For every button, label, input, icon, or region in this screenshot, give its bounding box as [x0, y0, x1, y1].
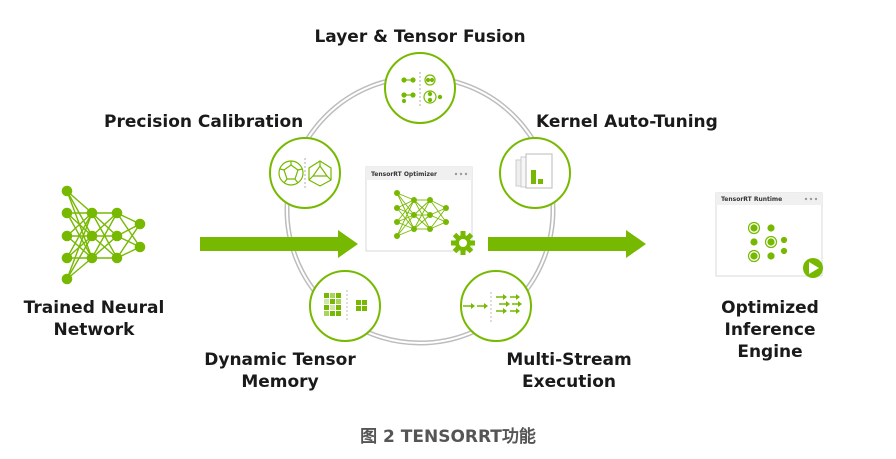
- network-node: [394, 190, 400, 196]
- label-dynamic-memory: Dynamic Tensor Memory: [195, 349, 365, 393]
- kernel-icon: [515, 153, 553, 189]
- fusion-node: [384, 52, 456, 124]
- network-node: [61, 207, 73, 219]
- precision-icon: [278, 158, 332, 188]
- network-node: [411, 226, 417, 232]
- window-dots-icon: [454, 172, 468, 176]
- runtime-network-graph: [747, 221, 788, 263]
- output-arrow: [488, 230, 646, 258]
- network-node: [394, 233, 400, 239]
- label-optimized-line1: Optimized: [721, 298, 819, 318]
- network-node: [134, 241, 146, 253]
- multistream-node: [460, 270, 532, 342]
- label-trained-network: Trained Neural Network: [14, 297, 174, 341]
- network-node: [427, 197, 433, 203]
- memory-block: [324, 311, 329, 316]
- fusion-icon: [401, 72, 443, 106]
- memory-block: [324, 293, 329, 298]
- network-node: [134, 218, 146, 230]
- network-node: [411, 197, 417, 203]
- network-node: [86, 207, 98, 219]
- label-optimized-engine: Optimized Inference Engine: [700, 297, 840, 363]
- memory-block: [330, 299, 335, 304]
- network-node: [427, 226, 433, 232]
- network-node: [61, 185, 73, 197]
- memory-block: [336, 305, 341, 310]
- label-optimized-line3: Engine: [737, 342, 803, 362]
- runtime-window-title: TensorRT Runtime: [721, 196, 782, 203]
- network-node: [427, 212, 433, 218]
- dynamic-memory-node: [309, 270, 381, 342]
- label-dynamic-line1: Dynamic Tensor: [204, 350, 356, 370]
- optimizer-network-graph: [394, 190, 449, 239]
- network-node: [443, 219, 449, 225]
- network-node: [86, 252, 98, 264]
- label-multistream: Multi-Stream Execution: [494, 349, 644, 393]
- label-dynamic-line2: Memory: [241, 372, 319, 392]
- label-kernel: Kernel Auto-Tuning: [536, 112, 718, 132]
- network-node: [394, 219, 400, 225]
- multistream-icon: [463, 292, 522, 322]
- network-node: [61, 273, 73, 285]
- network-node: [61, 252, 73, 264]
- memory-block: [336, 299, 341, 304]
- memory-block: [336, 311, 341, 316]
- memory-block: [330, 311, 335, 316]
- label-multistream-line2: Execution: [521, 372, 617, 392]
- label-trained-line1: Trained Neural: [23, 298, 165, 318]
- input-arrow: [200, 230, 358, 258]
- network-node: [111, 230, 123, 242]
- label-optimized-line2: Inference: [724, 320, 816, 340]
- trained-network-graph: [61, 185, 146, 285]
- window-dots-icon: [804, 197, 818, 201]
- network-node: [86, 230, 98, 242]
- gear-icon: [451, 231, 475, 255]
- optimizer-window: TensorRT Optimizer: [365, 166, 475, 255]
- memory-block: [336, 293, 341, 298]
- optimizer-window-title: TensorRT Optimizer: [371, 171, 437, 178]
- label-precision: Precision Calibration: [104, 112, 304, 132]
- runtime-window: TensorRT Runtime: [715, 192, 823, 278]
- network-node: [394, 205, 400, 211]
- figure-caption: 图 2 TENSORRT功能: [360, 427, 536, 447]
- label-trained-line2: Network: [53, 320, 135, 340]
- network-node: [111, 207, 123, 219]
- memory-block: [330, 305, 335, 310]
- kernel-node: [499, 137, 571, 209]
- network-node: [443, 205, 449, 211]
- network-node: [411, 212, 417, 218]
- memory-icon: [324, 290, 367, 322]
- network-node: [61, 230, 73, 242]
- memory-block: [330, 293, 335, 298]
- network-node: [111, 252, 123, 264]
- label-multistream-line1: Multi-Stream: [506, 350, 632, 370]
- play-icon: [803, 258, 823, 278]
- label-fusion: Layer & Tensor Fusion: [314, 27, 526, 47]
- memory-block: [324, 305, 329, 310]
- memory-block: [324, 299, 329, 304]
- precision-node: [269, 137, 341, 209]
